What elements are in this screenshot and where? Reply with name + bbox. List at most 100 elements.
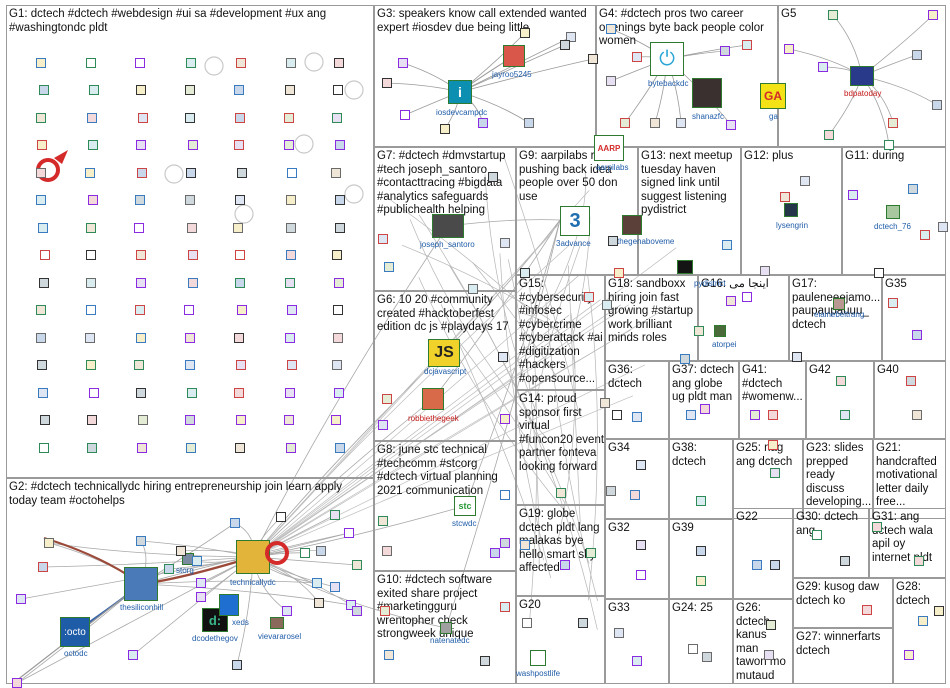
vertex — [766, 620, 776, 630]
hub-label-ga: ga — [769, 112, 778, 121]
hub-thegenaboveme — [622, 215, 642, 235]
group-box-g34 — [605, 439, 669, 519]
vertex — [138, 415, 148, 425]
hub-bdpatoday — [850, 66, 874, 86]
group-box-g10 — [374, 571, 516, 684]
edge — [544, 170, 587, 315]
hub-joseph-santoro — [432, 214, 464, 238]
hub-label-dcodethegov: dcodethegov — [192, 634, 238, 643]
vertex — [89, 85, 99, 95]
vertex — [188, 250, 198, 260]
vertex — [185, 113, 195, 123]
vertex — [632, 52, 642, 62]
vertex — [524, 118, 534, 128]
vertex — [138, 113, 148, 123]
edge — [252, 364, 646, 558]
vertex — [185, 195, 195, 205]
group-box-g28 — [893, 578, 946, 684]
vertex — [196, 592, 206, 602]
group-box-g16 — [698, 275, 789, 361]
edge — [16, 556, 254, 684]
vertex — [330, 582, 340, 592]
hub-3advance: 3 — [560, 206, 590, 236]
hub-label-lysengrin: lysengrin — [776, 221, 809, 230]
group-box-g8 — [374, 441, 516, 571]
vertex — [285, 278, 295, 288]
vertex — [38, 223, 48, 233]
vertex — [236, 415, 246, 425]
vertex — [236, 58, 246, 68]
vertex — [480, 656, 490, 666]
hub-label-technicallydc: technicallydc — [230, 578, 276, 587]
hub-glyph: i — [458, 84, 462, 100]
vertex — [89, 388, 99, 398]
vertex — [520, 540, 530, 550]
hub-shanazfc — [692, 78, 722, 108]
vertex — [334, 278, 344, 288]
vertex — [185, 415, 195, 425]
vertex — [918, 616, 928, 626]
group-box-g37 — [669, 361, 739, 439]
hub-aarpilabs: AARP — [594, 135, 624, 161]
vertex — [768, 440, 778, 450]
vertex — [234, 333, 244, 343]
hub-label-dctech-76: dctech_76 — [874, 222, 911, 231]
vertex — [770, 560, 780, 570]
vertex — [696, 496, 706, 506]
hub-label-natenatedc: natenatedc — [430, 636, 470, 645]
hub-washpostlife — [530, 650, 546, 666]
vertex — [284, 140, 294, 150]
hub-robbiethegeek — [422, 388, 444, 410]
group-box-g9 — [516, 147, 638, 275]
vertex — [286, 195, 296, 205]
self-loop — [234, 204, 254, 224]
vertex — [236, 360, 246, 370]
vertex — [378, 420, 388, 430]
vertex — [378, 234, 388, 244]
vertex — [286, 443, 296, 453]
vertex — [37, 140, 47, 150]
hub-label-joseph-santoro: joseph_santoro — [420, 240, 475, 249]
group-box-g7 — [374, 147, 516, 291]
hub-label-3advance: 3advance — [556, 239, 591, 248]
vertex — [233, 223, 243, 233]
vertex — [500, 238, 510, 248]
vertex — [696, 546, 706, 556]
group-box-g22 — [733, 508, 793, 599]
vertex — [332, 113, 342, 123]
hook-circle — [265, 541, 289, 565]
vertex — [88, 140, 98, 150]
vertex — [128, 650, 138, 660]
hub-elainebeltrang — [833, 298, 845, 310]
hook-marker-technicallydc — [265, 541, 289, 565]
vertex — [872, 522, 882, 532]
vertex — [38, 562, 48, 572]
vertex — [187, 388, 197, 398]
hub-glyph: d: — [208, 612, 222, 628]
group-box-g31 — [869, 508, 946, 578]
vertex — [764, 650, 774, 660]
vertex — [560, 560, 570, 570]
vertex — [702, 652, 712, 662]
group-box-g40 — [874, 361, 946, 439]
vertex — [836, 376, 846, 386]
vertex — [686, 410, 696, 420]
group-box-g1 — [6, 5, 374, 478]
hub-label-atorpei: atorpei — [712, 340, 737, 349]
vertex — [237, 305, 247, 315]
vertex — [934, 606, 944, 616]
vertex — [86, 250, 96, 260]
hub-label-bdpatoday: bdpatoday — [844, 89, 882, 98]
vertex — [285, 388, 295, 398]
hub-ga: GA — [760, 83, 786, 109]
edge — [499, 253, 552, 578]
vertex — [560, 40, 570, 50]
vertex — [285, 85, 295, 95]
vertex — [824, 130, 834, 140]
vertex — [36, 195, 46, 205]
vertex — [276, 512, 286, 522]
vertex — [888, 298, 898, 308]
vertex — [284, 415, 294, 425]
vertex — [912, 330, 922, 340]
vertex — [300, 548, 310, 558]
